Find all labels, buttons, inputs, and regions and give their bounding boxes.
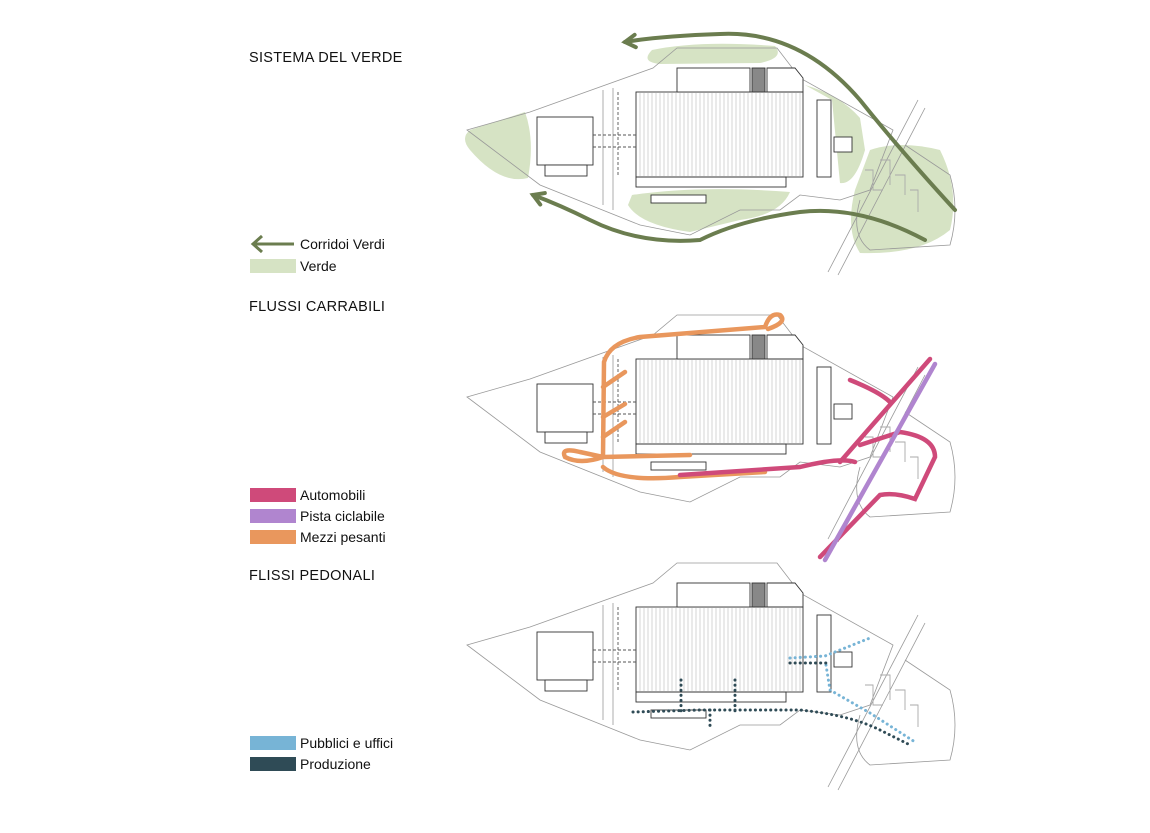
legend-label: Verde <box>300 258 337 274</box>
arrowhead-icon <box>621 32 638 50</box>
legend-swatch <box>250 736 296 750</box>
legend-item-pista-ciclabile: Pista ciclabile <box>250 506 385 526</box>
legend-label: Pubblici e uffici <box>300 735 394 751</box>
site-plan-carrabili <box>466 312 956 563</box>
car-route <box>837 356 933 465</box>
site-plan-verde <box>465 31 957 276</box>
arrow-left-icon <box>250 234 294 254</box>
legend-item-verde: Verde <box>250 256 337 276</box>
buildings <box>536 334 919 479</box>
car-route <box>817 429 938 560</box>
site-plan-pedonali <box>466 562 956 791</box>
legend-label: Automobili <box>300 487 366 503</box>
corridor-arrow-north <box>623 31 957 212</box>
legend-label: Pista ciclabile <box>300 508 385 524</box>
section-title-carrabili: FLUSSI CARRABILI <box>249 299 386 315</box>
vehicle-flows <box>561 312 938 563</box>
heavy-vehicle-spur <box>600 369 628 440</box>
legend-label: Mezzi pesanti <box>300 529 386 545</box>
base-plan <box>466 562 956 791</box>
corridor-arrow-south <box>531 193 927 243</box>
legend-label: Produzione <box>300 756 371 772</box>
legend-label: Corridoi Verdi <box>300 236 385 252</box>
buildings <box>536 582 919 727</box>
car-route <box>677 458 858 478</box>
base-plan <box>466 47 956 276</box>
legend-item-mezzi-pesanti: Mezzi pesanti <box>250 527 386 547</box>
public-office-path <box>824 663 917 744</box>
legend-swatch <box>250 757 296 771</box>
pedestrian-flows <box>631 636 917 747</box>
green-corridors <box>529 31 957 243</box>
legend-item-produzione: Produzione <box>250 754 371 774</box>
public-office-path <box>788 636 872 660</box>
legend-item-pubblici-uffici: Pubblici e uffici <box>250 733 393 753</box>
production-path <box>679 661 832 729</box>
legend-swatch <box>250 530 296 544</box>
legend-item-corridoi-verdi: Corridoi Verdi <box>250 234 385 254</box>
heavy-vehicle-route <box>600 464 768 481</box>
legend-swatch <box>250 259 296 273</box>
heavy-vehicle-route <box>561 312 785 464</box>
legend-swatch <box>250 488 296 502</box>
production-path <box>631 708 912 747</box>
section-title-pedonali: FLISSI PEDONALI <box>249 568 376 584</box>
arrowhead-icon <box>529 191 547 207</box>
legend-item-automobili: Automobili <box>250 485 365 505</box>
buildings <box>536 67 919 212</box>
legend-swatch <box>250 509 296 523</box>
section-title-verde: SISTEMA DEL VERDE <box>249 50 403 66</box>
bike-path <box>822 361 938 563</box>
